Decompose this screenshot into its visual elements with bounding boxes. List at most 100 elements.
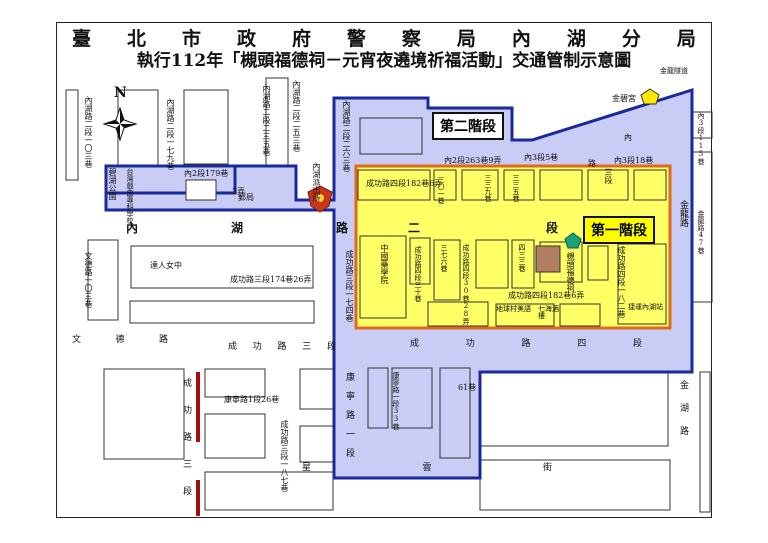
block [87, 239, 119, 321]
title-char: 市 [181, 28, 201, 50]
road-mark [196, 372, 200, 442]
school-label: 台灣戲曲專科學校 [126, 168, 134, 224]
kangning-road-char: 寧 [346, 392, 356, 402]
wende-road-label: 文德路 [72, 336, 168, 345]
lane-label: 內2段263巷9弄 [444, 156, 502, 165]
chenggong-road3-v-char: 功 [183, 406, 193, 416]
chenggong-road4-char: 路 [521, 339, 531, 349]
block [633, 169, 667, 201]
chenggong-road3-v-char: 三 [183, 460, 193, 470]
neihu-road-label: 內湖路 [126, 222, 348, 234]
stage2-label: 第二階段 [432, 112, 504, 140]
kangning-road-char: 康 [346, 373, 356, 383]
title-char: 湖 [566, 28, 586, 50]
chenggong-road4-char: 段 [632, 339, 642, 349]
lane-label: 康寧路一段33巷 [392, 372, 400, 430]
duan3-label: 三段 [604, 168, 613, 184]
chenggong-road3-v-char: 成 [183, 379, 193, 389]
neihu-road-char: 湖 [230, 221, 243, 235]
chenggong-road3-char: 功 [252, 342, 262, 352]
block [204, 471, 334, 511]
wende-road-char: 路 [158, 335, 168, 345]
park-label: 碧湖公園 [108, 168, 117, 200]
chenggong-road3-label: 成功路三段 [228, 343, 336, 352]
block [183, 89, 229, 165]
lane-label: 內湖路二段二六三巷 [342, 100, 351, 172]
lane-label: 61巷 [458, 383, 477, 392]
block [461, 169, 499, 201]
post-office-label: 郵局 [238, 193, 254, 202]
lane-label: 內湖路二段一〇三巷 [84, 96, 93, 168]
police-station-label: 內湖派出所 [312, 162, 321, 202]
block [539, 169, 583, 201]
lane-label: 康寧路1段26巷 [224, 395, 280, 404]
xingyun-street-label: 星雲街 [302, 464, 552, 473]
jinbi-temple-marker [640, 88, 660, 105]
block [433, 169, 457, 201]
block [129, 300, 315, 324]
title-main: 執行112年「槻頭福德祠－元宵夜遶境祈福活動」交通管制示意圖 [136, 51, 632, 71]
block [503, 169, 535, 201]
lane-label: 三〇一巷 [437, 176, 445, 204]
stage1-label: 第一階段 [583, 216, 655, 244]
block [103, 368, 185, 460]
title-char: 臺 [72, 28, 92, 50]
lane-label: 內 [624, 133, 632, 142]
xingyun-street-char: 星 [302, 463, 312, 473]
lane-label: 內湖路二段二三五巷 [262, 84, 271, 156]
lane-label: 成功路三段一七四巷 [345, 250, 354, 322]
block [299, 425, 335, 463]
block [367, 367, 389, 429]
block [359, 235, 407, 319]
jinlong-road-label: 金龍路 [678, 200, 688, 227]
neihu-road-char: 二 [408, 221, 421, 235]
temple-photo [535, 245, 561, 273]
title-char: 府 [291, 28, 311, 50]
neihu-road-2-label: 二段 [408, 222, 558, 234]
block [357, 169, 431, 201]
block [433, 239, 461, 301]
lane-label: 3弄 [232, 187, 246, 196]
lane-label: 成功路四段一八二巷 [617, 246, 626, 318]
kangning-road-char: 路 [346, 411, 356, 421]
road-mark [196, 480, 200, 516]
chenggong-road4-char: 功 [465, 339, 475, 349]
block [475, 239, 509, 289]
restaurant-label: 七海酒樓 [538, 305, 559, 320]
college-label: 中國藥學院 [380, 244, 389, 284]
school-label: 地球村美語 [496, 305, 531, 313]
school-label: 達人女中 [150, 261, 182, 270]
title-char: 察 [401, 28, 421, 50]
lane-label: 三三九巷 [484, 174, 492, 202]
block [130, 245, 314, 289]
lane-label: 內湖路二段一七九巷 [166, 98, 175, 170]
chenggong-road3-char: 路 [277, 342, 287, 352]
block [587, 245, 609, 281]
title-agency: 臺北市政府警察局內湖分局 [60, 24, 708, 50]
title-char: 分 [621, 28, 641, 50]
block [359, 117, 423, 155]
neihu-road-char: 段 [545, 221, 558, 235]
lane-label: 內2段179巷 [184, 169, 229, 178]
mrt-label: 捷運內湖站 [628, 303, 663, 311]
block [409, 237, 431, 285]
lane-label: 成功路四段30巷28弄 [462, 244, 470, 325]
chenggong-road4-label: 成功路四段 [410, 340, 642, 349]
block [391, 367, 433, 429]
title-char: 內 [511, 28, 531, 50]
block [185, 179, 217, 201]
kangning-road-label: 康寧路一段 [346, 374, 355, 459]
chenggong-road3-char: 三 [302, 342, 312, 352]
block [495, 303, 555, 327]
block [479, 371, 669, 447]
title-char: 政 [236, 28, 256, 50]
lane-label: 三七六巷 [440, 244, 448, 272]
wende-road-char: 文 [72, 335, 82, 345]
lane-label: 成功路四段182巷6弄 [508, 291, 585, 300]
title-char: 局 [676, 28, 696, 50]
kangning-road-char: 一 [346, 430, 356, 440]
xingyun-street-char: 雲 [422, 463, 432, 473]
lane-label: 成功路四段182巷6弄 [366, 179, 443, 188]
lane-label: 內湖路二段二五三巷 [292, 80, 301, 152]
